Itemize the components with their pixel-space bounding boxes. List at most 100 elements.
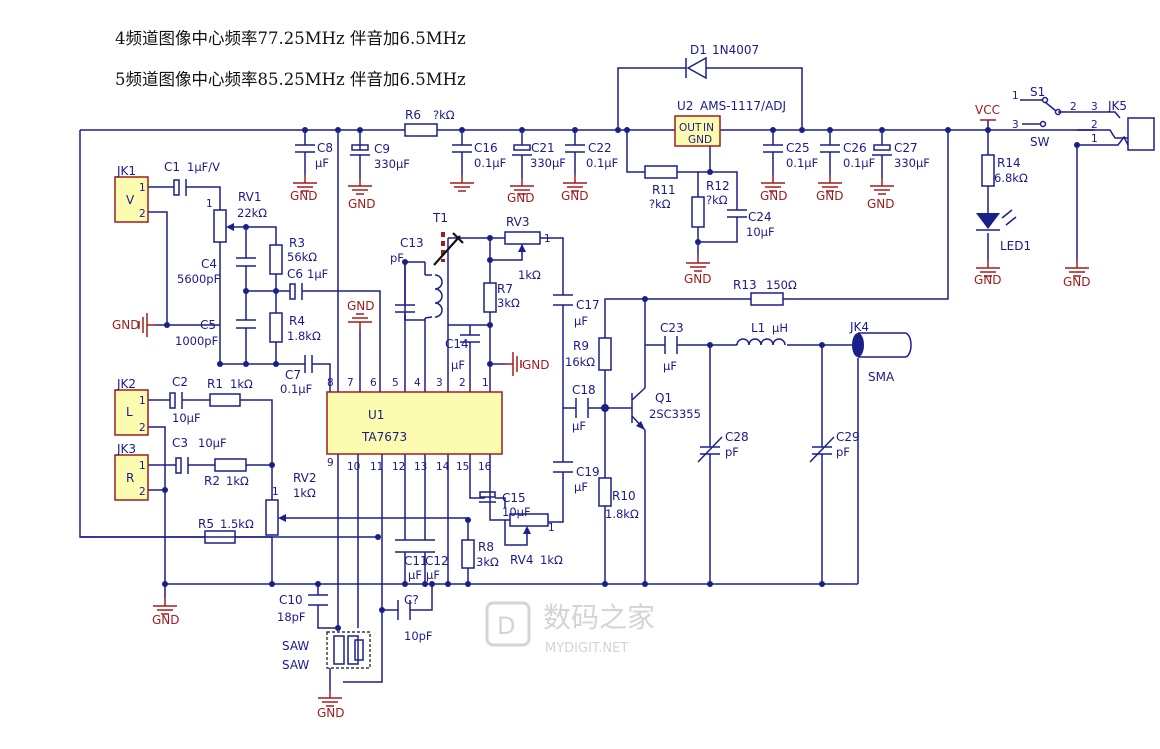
ic-pin-15: 15 (456, 461, 469, 473)
svg-text:1.8kΩ: 1.8kΩ (287, 329, 321, 343)
svg-text:?kΩ: ?kΩ (706, 193, 728, 207)
svg-text:1.8kΩ: 1.8kΩ (605, 507, 639, 521)
svg-text:0.1μF: 0.1μF (586, 156, 618, 170)
svg-text:3kΩ: 3kΩ (497, 296, 520, 310)
svg-text:RV4: RV4 (510, 553, 534, 567)
svg-text:1: 1 (139, 182, 146, 194)
transformer-t1: T1 (424, 211, 464, 319)
svg-text:D: D (497, 612, 515, 640)
pot-rv2: RV2 1kΩ 1 (265, 471, 317, 536)
svg-text:C19: C19 (576, 465, 600, 479)
resistor-r2: R2 1kΩ (204, 458, 249, 488)
svg-text:T1: T1 (432, 211, 448, 225)
capacitor-c29: C29 pF (809, 430, 860, 470)
svg-text:C24: C24 (748, 210, 772, 224)
svg-text:GND: GND (522, 358, 550, 372)
watermark: D 数码之家 MYDIGIT.NET (485, 601, 655, 656)
svg-text:JK5: JK5 (1107, 99, 1127, 113)
capacitor-c9: C9 330μF (350, 142, 410, 178)
resistor-r8: R8 3kΩ (461, 539, 499, 569)
svg-text:1kΩ: 1kΩ (293, 486, 316, 500)
regulator-ref: U2 (677, 99, 693, 113)
ic-pin-4: 4 (414, 377, 421, 389)
svg-text:1kΩ: 1kΩ (540, 553, 563, 567)
svg-text:C18: C18 (572, 383, 596, 397)
svg-text:R2: R2 (204, 474, 220, 488)
capacitor-c14: C14 μF (445, 334, 480, 372)
svg-text:2: 2 (139, 208, 146, 220)
svg-text:2: 2 (139, 486, 146, 498)
svg-text:0.1μF: 0.1μF (280, 382, 312, 396)
pot-rv3: RV3 1kΩ 1 (504, 215, 551, 282)
jack-jk3: JK3 R 1 2 (114, 442, 149, 501)
ic-pin-3: 3 (436, 377, 443, 389)
svg-text:GND: GND (867, 197, 895, 211)
svg-text:1: 1 (272, 486, 279, 498)
svg-text:3: 3 (1091, 101, 1098, 113)
regulator-u2: U2 AMS-1117/ADJ OUT IN GND (674, 99, 786, 147)
svg-text:1: 1 (1012, 90, 1019, 102)
led-led1: LED1 (976, 209, 1031, 253)
switch-s1: S1 1 2 3 SW (1012, 85, 1077, 149)
capacitor-c7: C7 0.1μF (280, 355, 318, 396)
svg-text:10μF: 10μF (746, 225, 775, 239)
ic-pin-2: 2 (459, 377, 466, 389)
svg-text:SAW: SAW (282, 658, 309, 672)
svg-text:C27: C27 (894, 141, 918, 155)
svg-text:10pF: 10pF (404, 629, 433, 643)
svg-text:GND: GND (684, 272, 712, 286)
svg-text:C5: C5 (200, 318, 216, 332)
svg-text:GND: GND (561, 189, 589, 203)
svg-text:C22: C22 (588, 141, 612, 155)
svg-text:R12: R12 (706, 179, 730, 193)
heading-line-1: 4频道图像中心频率77.25MHz 伴音加6.5MHz (115, 29, 466, 48)
svg-text:R7: R7 (497, 282, 513, 296)
svg-text:1: 1 (139, 395, 146, 407)
svg-text:C7: C7 (285, 368, 301, 382)
svg-text:GND: GND (347, 299, 375, 313)
svg-text:0.1μF: 0.1μF (786, 156, 818, 170)
svg-text:C?: C? (404, 593, 419, 607)
svg-text:C17: C17 (576, 298, 600, 312)
svg-text:VCC: VCC (975, 103, 1000, 117)
pot-rv1: RV1 22kΩ 1 (206, 190, 267, 243)
svg-text:1μF: 1μF (307, 267, 328, 281)
capacitor-c11: C11 μF (395, 539, 428, 582)
heading-line-2: 5频道图像中心频率85.25MHz 伴音加6.5MHz (115, 70, 466, 89)
svg-text:GND: GND (760, 189, 788, 203)
svg-text:C10: C10 (279, 593, 303, 607)
resistor-r3: R3 56kΩ (269, 236, 317, 275)
svg-text:pF: pF (390, 251, 404, 265)
svg-text:C16: C16 (474, 141, 498, 155)
svg-text:1kΩ: 1kΩ (230, 377, 253, 391)
transistor-q1: Q1 2SC3355 (631, 387, 701, 431)
capacitor-c24: C24 10μF (727, 209, 775, 239)
capacitor-c17: C17 μF (553, 294, 600, 328)
resistor-r7: R7 3kΩ (483, 282, 520, 313)
svg-text:GND: GND (317, 706, 345, 720)
svg-text:GND: GND (152, 613, 180, 627)
ic-pin-14: 14 (436, 461, 450, 473)
svg-text:R5: R5 (198, 517, 214, 531)
regulator-out: OUT (679, 122, 702, 134)
capacitor-c5: C5 1000pF (175, 318, 256, 348)
resistor-r13: R13 150Ω (733, 278, 797, 306)
resistor-r5: R5 1.5kΩ (198, 517, 254, 544)
svg-text:μF: μF (408, 568, 422, 582)
svg-text:330μF: 330μF (894, 156, 930, 170)
svg-text:LED1: LED1 (1000, 239, 1031, 253)
svg-text:1: 1 (1091, 133, 1098, 145)
inductor-l1: L1 μH (736, 321, 788, 346)
svg-text:RV1: RV1 (238, 190, 262, 204)
resistor-r1: R1 1kΩ (207, 377, 253, 407)
svg-text:JK3: JK3 (116, 442, 136, 456)
svg-text:330μF: 330μF (374, 157, 410, 171)
svg-text:μF: μF (451, 358, 465, 372)
svg-text:6.8kΩ: 6.8kΩ (994, 171, 1028, 185)
watermark-en: MYDIGIT.NET (545, 641, 628, 656)
capacitor-c13: C13 pF (390, 236, 424, 320)
capacitor-c12: C12 μF (415, 539, 449, 582)
svg-text:SAW: SAW (282, 639, 309, 653)
svg-text:?kΩ: ?kΩ (649, 197, 671, 211)
svg-text:L1: L1 (751, 321, 765, 335)
